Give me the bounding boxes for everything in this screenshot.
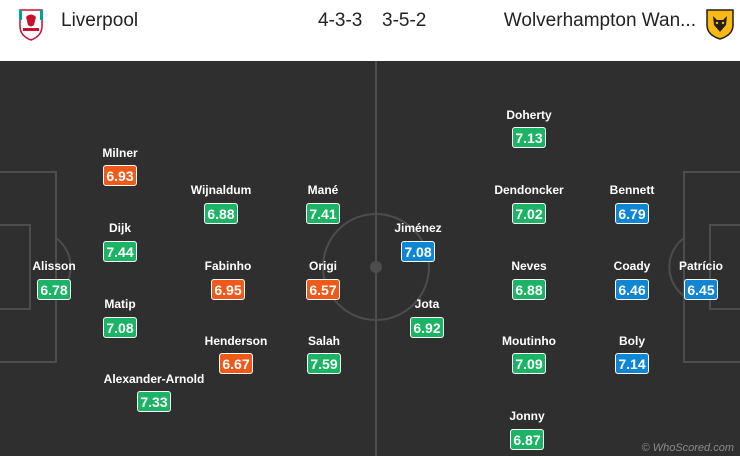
player-rating-badge: 7.59 [307, 353, 341, 374]
player-name[interactable]: Boly [618, 334, 646, 348]
credit-text: © WhoScored.com [641, 442, 734, 454]
player-name[interactable]: Jonny [509, 409, 545, 423]
player-rating-badge: 6.88 [204, 203, 238, 224]
player-name[interactable]: Bennett [609, 183, 655, 197]
player-rating-badge: 6.88 [512, 279, 546, 300]
away-team-name[interactable]: Wolverhampton Wan... [503, 10, 696, 31]
player-rating-badge: 7.02 [512, 203, 546, 224]
player-rating-badge: 7.33 [137, 391, 171, 412]
player-name[interactable]: Salah [307, 334, 341, 348]
player-rating-badge: 6.46 [615, 279, 649, 300]
player-name[interactable]: Alexander-Arnold [103, 372, 205, 386]
player-name[interactable]: Milner [102, 146, 138, 160]
player-rating-badge: 7.09 [512, 353, 546, 374]
player-name[interactable]: Henderson [204, 334, 268, 348]
player-name[interactable]: Jota [414, 297, 440, 311]
player-name[interactable]: Coady [613, 259, 651, 273]
player-name[interactable]: Patrício [678, 259, 724, 273]
player-name[interactable]: Origi [308, 259, 338, 273]
player-rating-badge: 7.14 [615, 353, 649, 374]
player-rating-badge: 6.87 [510, 429, 544, 450]
away-formation: 3-5-2 [382, 10, 427, 31]
player-name[interactable]: Dijk [108, 221, 132, 235]
player-name[interactable]: Wijnaldum [190, 183, 252, 197]
player-name[interactable]: Alisson [32, 259, 76, 273]
match-header: Liverpool 4-3-3 3-5-2 Wolverhampton Wan.… [0, 0, 740, 50]
player-name[interactable]: Neves [511, 259, 547, 273]
player-rating-badge: 7.13 [512, 127, 546, 148]
player-rating-badge: 6.92 [410, 317, 444, 338]
player-rating-badge: 6.78 [37, 279, 71, 300]
player-name[interactable]: Doherty [506, 108, 552, 122]
player-name[interactable]: Jiménez [394, 221, 442, 235]
player-rating-badge: 6.45 [684, 279, 718, 300]
home-formation: 4-3-3 [318, 10, 363, 31]
player-rating-badge: 6.79 [615, 203, 649, 224]
liverpool-crest-icon [19, 9, 43, 41]
player-name[interactable]: Fabinho [204, 259, 252, 273]
player-rating-badge: 7.08 [103, 317, 137, 338]
player-rating-badge: 6.67 [219, 353, 253, 374]
player-name[interactable]: Mané [307, 183, 339, 197]
player-rating-badge: 6.95 [211, 279, 245, 300]
player-rating-badge: 7.41 [306, 203, 340, 224]
player-name[interactable]: Moutinho [502, 334, 556, 348]
player-name[interactable]: Dendoncker [494, 183, 564, 197]
player-rating-badge: 6.57 [306, 279, 340, 300]
player-rating-badge: 7.08 [401, 241, 435, 262]
home-team-name[interactable]: Liverpool [61, 10, 139, 31]
player-name[interactable]: Matip [104, 297, 136, 311]
player-rating-badge: 7.44 [103, 241, 137, 262]
wolves-crest-icon [706, 9, 734, 40]
player-rating-badge: 6.93 [103, 165, 137, 186]
